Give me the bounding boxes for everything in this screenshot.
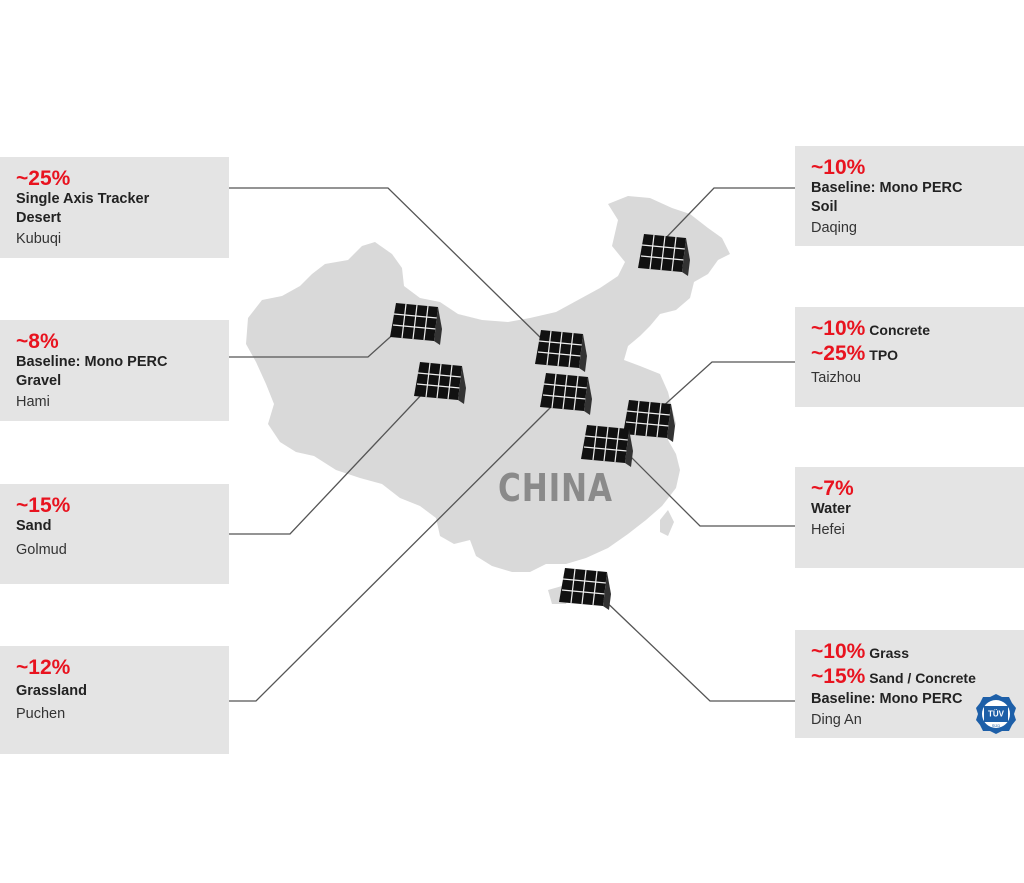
scenario-label: Single Axis Tracker bbox=[16, 191, 150, 207]
surface-label: Grassland bbox=[16, 683, 87, 699]
surface-label: Grass bbox=[869, 645, 909, 661]
baseline-label: Baseline: Mono PERC bbox=[811, 691, 963, 707]
surface-label: Desert bbox=[16, 210, 62, 226]
leader-line-taizhou bbox=[649, 361, 795, 419]
leader-line-kubuqi bbox=[229, 187, 546, 343]
surface-label: Water bbox=[811, 501, 851, 517]
tuv-badge-text: TÜV bbox=[988, 710, 1005, 719]
location-name: Hefei bbox=[811, 522, 845, 538]
card-daqing: ~10% Baseline: Mono PERC Soil Daqing bbox=[795, 146, 1024, 246]
gain-percent: ~7% bbox=[811, 477, 854, 500]
card-hefei: ~7% Water Hefei bbox=[795, 467, 1024, 568]
leader-line-puchen bbox=[229, 397, 561, 702]
gain-percent: ~10% bbox=[811, 317, 866, 340]
gain-percent: ~25% bbox=[811, 342, 866, 365]
surface-label: TPO bbox=[869, 347, 899, 363]
surface-label: Gravel bbox=[16, 373, 62, 389]
gain-percent: ~8% bbox=[16, 330, 59, 353]
leader-line-daqing bbox=[659, 187, 795, 245]
surface-label: Concrete bbox=[869, 322, 930, 338]
surface-label: Sand / Concrete bbox=[869, 670, 976, 686]
location-name: Ding An bbox=[811, 712, 862, 728]
location-name: Golmud bbox=[16, 542, 67, 558]
tuv-badge-subtext: SÜD bbox=[992, 723, 1001, 728]
location-name: Taizhou bbox=[811, 370, 861, 386]
gain-percent: ~12% bbox=[16, 656, 71, 679]
taiwan-island bbox=[660, 510, 674, 536]
surface-label: Sand bbox=[16, 518, 52, 534]
surface-label: Soil bbox=[811, 199, 838, 215]
leader-line-hefei bbox=[617, 443, 795, 527]
leader-lines bbox=[229, 187, 795, 702]
solar-panel-icon-dingan bbox=[558, 567, 612, 611]
gain-percent: ~10% bbox=[811, 640, 866, 663]
country-label: CHINA bbox=[498, 466, 613, 510]
gain-percent: ~15% bbox=[811, 665, 866, 688]
card-puchen: ~12% Grassland Puchen bbox=[0, 646, 229, 754]
card-hami: ~8% Baseline: Mono PERC Gravel Hami bbox=[0, 320, 229, 421]
leader-line-golmud bbox=[229, 391, 425, 535]
gain-row-tpo: ~25%TPO bbox=[811, 342, 1024, 367]
tuv-sud-certification-icon: TÜV SÜD bbox=[976, 694, 1016, 734]
card-taizhou: ~10%Concrete ~25%TPO Taizhou bbox=[795, 307, 1024, 407]
card-golmud: ~15% Sand Golmud bbox=[0, 484, 229, 584]
gain-percent: ~10% bbox=[811, 156, 866, 179]
card-dingan: ~10%Grass ~15%Sand / Concrete Baseline: … bbox=[795, 630, 1024, 738]
gain-row-grass: ~10%Grass bbox=[811, 640, 1024, 665]
gain-row-sand-concrete: ~15%Sand / Concrete bbox=[811, 665, 1024, 690]
location-name: Puchen bbox=[16, 706, 66, 722]
baseline-label: Baseline: Mono PERC bbox=[16, 354, 168, 370]
gain-percent: ~15% bbox=[16, 494, 71, 517]
location-name: Daqing bbox=[811, 220, 857, 236]
leader-line-dingan bbox=[597, 593, 795, 702]
leader-line-hami bbox=[229, 329, 399, 358]
baseline-label: Baseline: Mono PERC bbox=[811, 180, 963, 196]
location-name: Hami bbox=[16, 394, 50, 410]
gain-percent: ~25% bbox=[16, 167, 71, 190]
location-name: Kubuqi bbox=[16, 231, 62, 247]
card-kubuqi: ~25% Single Axis Tracker Desert Kubuqi bbox=[0, 157, 229, 258]
gain-row-concrete: ~10%Concrete bbox=[811, 317, 1024, 342]
china-landmass bbox=[246, 196, 730, 572]
